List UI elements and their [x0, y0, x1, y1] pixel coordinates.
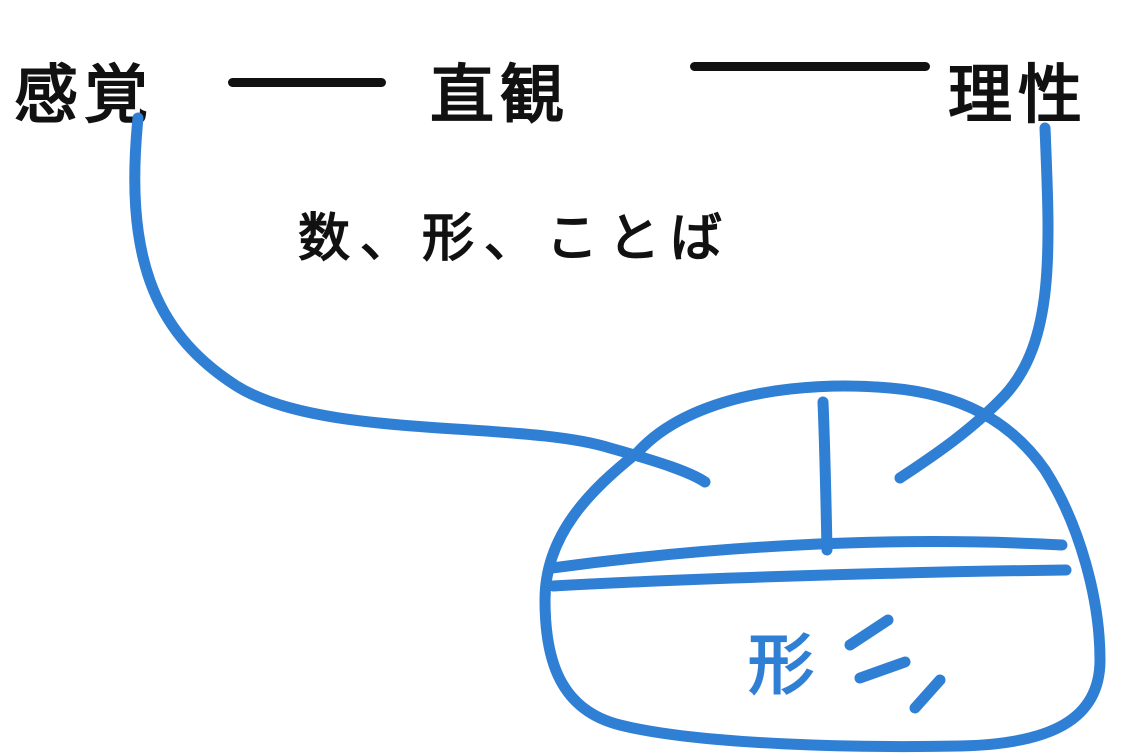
label-intuition: 直観 [430, 58, 570, 133]
label-sense: 感覚 [14, 58, 154, 133]
connector-dash-right [690, 62, 930, 71]
connector-curve-right [894, 122, 1054, 484]
outer-blob [539, 380, 1106, 753]
inner-stroke-2 [854, 656, 911, 684]
label-reason: 理性 [948, 58, 1088, 133]
subtitle-numbers-shapes-words: 数、形、ことば [298, 208, 733, 269]
inner-vertical-divider [817, 396, 833, 556]
inner-stroke-3 [909, 674, 946, 714]
inner-band-lower [547, 564, 1072, 592]
inner-band-upper [546, 536, 1068, 574]
connector-dash-left [228, 78, 386, 87]
inner-stroke-1 [844, 614, 894, 651]
shape-label-form: 形 [748, 627, 814, 704]
connector-curve-left [129, 112, 711, 488]
